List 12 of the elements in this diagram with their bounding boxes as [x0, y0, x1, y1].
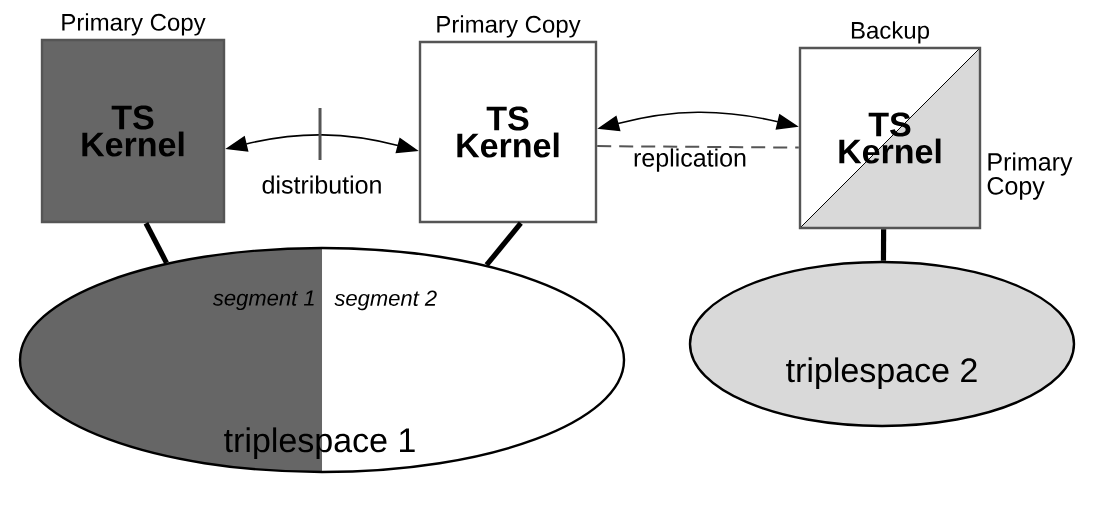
- connector-line: [596, 145, 800, 149]
- node-label: Primary Copy: [62, 13, 206, 36]
- node-label: Backup: [851, 21, 929, 44]
- edge-label: replication: [634, 148, 746, 172]
- node-label: Primary Copy: [437, 15, 581, 38]
- connector-line: [880, 229, 887, 261]
- connector-line: [484, 221, 523, 267]
- edge-label: distribution: [262, 175, 381, 194]
- kernel-box: Primary Copy TS Kernel: [418, 15, 598, 224]
- connector-line: [143, 222, 169, 265]
- node-label: Primary Copy: [987, 152, 1073, 200]
- kernel-box: Primary Copy TS Kernel: [40, 13, 226, 224]
